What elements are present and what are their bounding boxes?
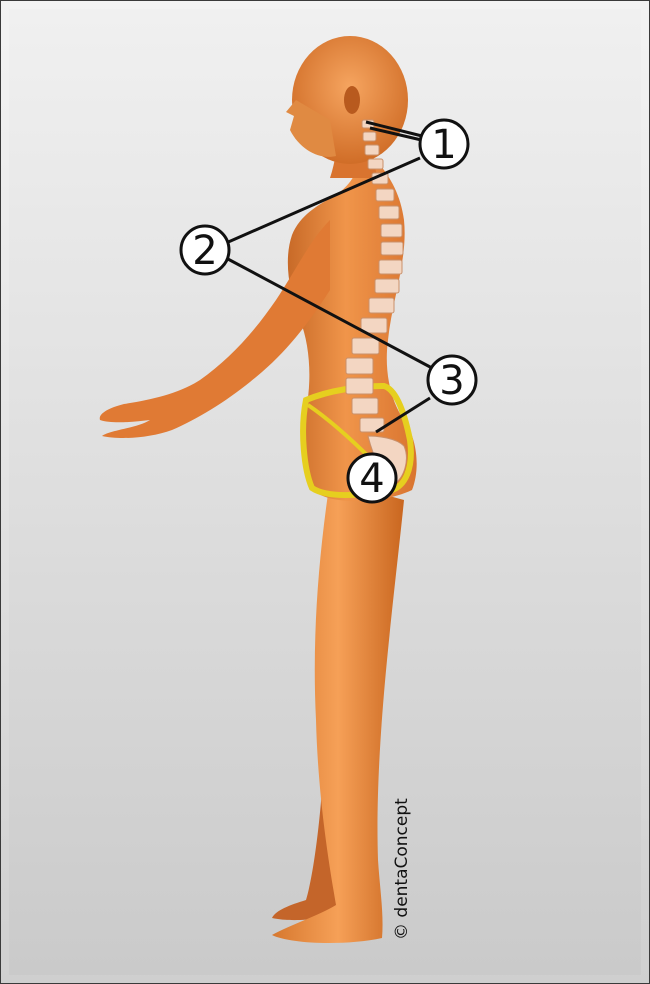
head (286, 36, 408, 164)
front-leg (272, 480, 404, 943)
vertebra (379, 260, 402, 274)
callout-2: 2 (181, 226, 229, 274)
svg-text:2: 2 (192, 228, 217, 274)
vertebra (352, 338, 379, 354)
copyright-text: © dentaConcept (392, 798, 412, 940)
callout-3: 3 (428, 356, 476, 404)
svg-text:1: 1 (431, 122, 456, 168)
vertebra (379, 206, 399, 219)
vertebra (346, 358, 373, 374)
svg-text:4: 4 (359, 456, 384, 502)
vertebra (365, 145, 379, 155)
vertebra (352, 398, 378, 414)
vertebra (381, 224, 402, 237)
vertebra (346, 378, 373, 394)
vertebra (375, 279, 399, 293)
callout-1: 1 (420, 120, 468, 168)
vertebra (376, 189, 394, 201)
vertebra (363, 132, 376, 141)
vertebra (381, 242, 403, 255)
vertebra (369, 298, 394, 313)
vertebra (368, 159, 383, 169)
callout-4: 4 (348, 454, 396, 502)
svg-text:3: 3 (439, 358, 464, 404)
